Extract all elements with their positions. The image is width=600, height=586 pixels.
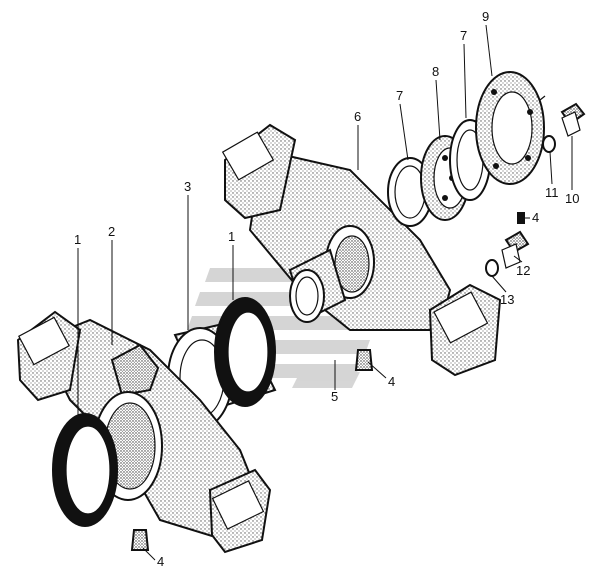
grease-nipple-right [517, 212, 525, 224]
callout-10: 10 [565, 191, 579, 206]
callout-4-lower: 4 [157, 554, 164, 569]
callout-7-left: 7 [396, 88, 403, 103]
callout-4-middle: 4 [388, 374, 395, 389]
callout-13: 13 [500, 292, 514, 307]
callout-1-lower: 1 [74, 232, 81, 247]
bolt-small [501, 230, 530, 269]
callout-11: 11 [545, 185, 559, 200]
callout-12: 12 [516, 263, 530, 278]
callout-2: 2 [108, 224, 115, 239]
leader-lines [77, 24, 573, 561]
callouts: 1 1 2 3 4 4 4 5 6 7 7 8 9 10 11 12 13 [74, 9, 579, 569]
callout-3: 3 [184, 179, 191, 194]
spring-washer [542, 135, 556, 153]
end-cover-plate [475, 71, 545, 185]
grease-nipple-lower [130, 529, 150, 551]
callout-9: 9 [482, 9, 489, 24]
upper-axle-housing [221, 123, 502, 377]
washer-small [485, 259, 499, 277]
callout-8: 8 [432, 64, 439, 79]
callout-4-right: 4 [532, 210, 539, 225]
oil-seal-upper [214, 297, 276, 407]
callout-6: 6 [354, 109, 361, 124]
callout-1-upper: 1 [228, 229, 235, 244]
callout-5: 5 [331, 389, 338, 404]
bushing [288, 248, 347, 323]
callout-7-right: 7 [460, 28, 467, 43]
grease-nipple-middle [354, 349, 374, 371]
bolt [560, 102, 586, 137]
oil-seal-lower [52, 413, 118, 527]
